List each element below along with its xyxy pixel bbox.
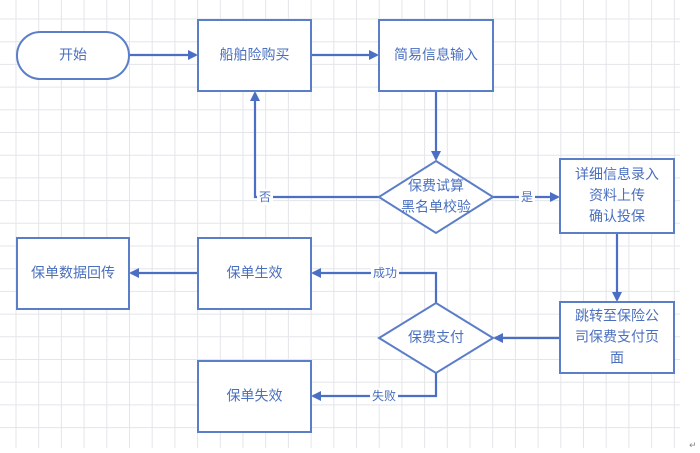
process-box (378, 19, 494, 92)
decision-diamond (377, 301, 495, 375)
edge-label: 失败 (372, 388, 396, 403)
process-box (197, 360, 312, 433)
node-label: 保单数据回传 (31, 266, 115, 282)
connector-arrow (311, 268, 438, 303)
edge-label-background (370, 388, 398, 404)
edge-label-background (519, 189, 535, 205)
node-label: 确认投保 (589, 209, 645, 225)
edge-label: 成功 (373, 266, 397, 280)
edge-pay-to-invalid: 失败 (311, 373, 438, 404)
node-label: 详细信息录入 (575, 166, 659, 183)
edge-check-to-detail: 是 (493, 189, 560, 205)
connector-arrow (311, 373, 438, 401)
edge-label-background (257, 189, 273, 205)
edge-label-background (371, 265, 399, 281)
node-invalid[interactable]: 保单失效 (197, 360, 312, 433)
decision-diamond (377, 159, 495, 235)
process-box (16, 237, 130, 310)
process-box (559, 158, 675, 234)
node-simple[interactable]: 简易信息输入 (378, 19, 494, 92)
edge-pay-to-effective: 成功 (311, 265, 438, 303)
connector-arrow (250, 91, 379, 199)
edge-check-to-buy: 否 (250, 91, 379, 205)
node-label: 开始 (59, 48, 87, 64)
node-label: 保费支付 (408, 330, 464, 346)
node-label: 资料上传 (589, 188, 645, 204)
node-label: 保单生效 (227, 266, 283, 282)
terminator-pill (16, 31, 130, 80)
process-box (197, 237, 312, 310)
node-label: 保费试算 (408, 179, 464, 195)
return-mark-icon: ↵ (689, 441, 697, 451)
process-box (559, 301, 675, 374)
node-label: 黑名单校验 (401, 199, 471, 216)
node-label: 保单失效 (227, 389, 283, 405)
node-label: 面 (610, 351, 624, 367)
node-label: 船舶险购买 (220, 48, 290, 64)
node-callback[interactable]: 保单数据回传 (16, 237, 130, 310)
node-pay[interactable]: 保费支付 (377, 301, 495, 375)
node-effective[interactable]: 保单生效 (197, 237, 312, 310)
node-start[interactable]: 开始 (16, 31, 130, 80)
process-box (197, 19, 312, 92)
edge-label: 否 (259, 190, 271, 204)
node-label: 简易信息输入 (394, 47, 478, 64)
node-label: 跳转至保险公 (575, 309, 659, 325)
nodes-layer: 开始船舶险购买简易信息输入保费试算黑名单校验详细信息录入资料上传确认投保跳转至保… (16, 19, 675, 433)
node-buy[interactable]: 船舶险购买 (197, 19, 312, 92)
node-label: 司保费支付页 (575, 330, 659, 346)
edge-label: 是 (521, 190, 533, 204)
